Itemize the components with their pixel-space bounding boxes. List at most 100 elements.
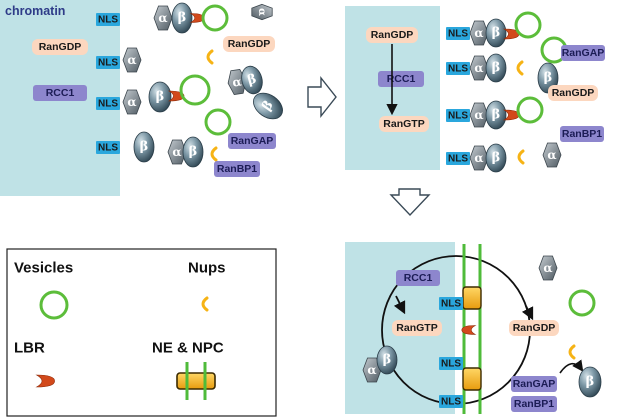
nls-label: NLS [98, 142, 118, 153]
rcc1-tag: RCC1 [396, 270, 440, 286]
nls-label: NLS [448, 110, 468, 121]
lbr-icon [502, 109, 520, 121]
importin-beta-icon: β [253, 92, 283, 120]
vesicle-icon [201, 4, 229, 32]
ran-bp1-tag-label: RanBP1 [514, 398, 554, 410]
importin-beta-icon: β [485, 53, 507, 83]
legend-nups-label: Nups [188, 260, 226, 277]
legend-vesicles-label: Vesicles [14, 260, 73, 277]
importin-alpha-icon: α [153, 5, 173, 31]
lbr-icon [189, 13, 205, 23]
lbr-icon [461, 325, 477, 335]
nls-label: NLS [448, 153, 468, 164]
ran-gdp-tag-label: RanGDP [513, 322, 556, 334]
alpha-label: α [543, 261, 552, 275]
alpha-label: α [474, 151, 483, 165]
nls-tag: NLS [446, 152, 470, 165]
ran-gdp-tag: RanGDP [32, 39, 88, 55]
alpha-label: α [367, 363, 376, 377]
importin-alpha-icon: α [469, 102, 489, 128]
alpha-label: α [231, 74, 242, 89]
alpha-label: α [256, 8, 268, 16]
ran-gdp-tag-label: RanGDP [228, 38, 271, 50]
vesicle-icon [514, 11, 542, 39]
importin-beta-icon: β [171, 2, 193, 34]
importin-alpha-icon: α [469, 55, 489, 81]
importin-alpha-icon: α [122, 47, 142, 73]
importin-alpha-icon: α [469, 145, 489, 171]
beta-label: β [492, 61, 501, 76]
ran-gdp-tag: RanGDP [366, 27, 418, 43]
importin-beta-icon: β [578, 366, 602, 398]
nup-icon [517, 149, 525, 165]
nls-label: NLS [98, 57, 118, 68]
nup-icon [206, 49, 214, 65]
beta-label: β [189, 145, 198, 160]
importin-alpha-icon: α [538, 255, 558, 281]
alpha-label: α [547, 148, 556, 162]
vesicle-icon [39, 290, 69, 320]
nls-label: NLS [441, 358, 461, 369]
transition-arrow-icon [307, 75, 337, 119]
rcc1-tag: RCC1 [378, 71, 424, 87]
rcc1-tag-label: RCC1 [387, 73, 416, 85]
nls-label: NLS [98, 14, 118, 25]
ran-gdp-tag-label: RanGDP [552, 87, 595, 99]
nls-tag: NLS [446, 109, 470, 122]
npc-icon [462, 367, 482, 391]
ran-gtp-tag-label: RanGTP [383, 118, 424, 130]
nup-icon [516, 60, 524, 76]
nls-tag: NLS [439, 357, 463, 370]
ran-gap-tag-label: RanGAP [231, 135, 274, 147]
alpha-label: α [474, 26, 483, 40]
beta-label: β [178, 11, 187, 26]
alpha-label: α [127, 95, 136, 109]
alpha-label: α [474, 61, 483, 75]
importin-alpha-icon: α [122, 89, 142, 115]
rcc1-tag: RCC1 [33, 85, 87, 101]
nup-icon [201, 296, 209, 312]
legend-lbr-label: LBR [14, 340, 45, 357]
ran-gap-tag: RanGAP [511, 376, 557, 392]
ran-gap-tag-label: RanGAP [513, 378, 556, 390]
beta-label: β [156, 90, 165, 105]
ran-gap-tag: RanGAP [561, 45, 605, 61]
nls-label: NLS [98, 98, 118, 109]
chromatin-label: chromatin [5, 4, 65, 18]
npc-icon [462, 286, 482, 310]
nls-tag: NLS [96, 13, 120, 26]
importin-beta-icon: β [133, 131, 155, 163]
beta-label: β [492, 108, 501, 123]
ran-bp1-tag: RanBP1 [511, 396, 557, 412]
importin-beta-icon: β [485, 143, 507, 173]
importin-alpha-icon: α [251, 3, 273, 21]
beta-label: β [586, 375, 595, 390]
release-arrow [559, 359, 584, 374]
beta-label: β [492, 151, 501, 166]
beta-label: β [246, 72, 258, 89]
nls-tag: NLS [439, 395, 463, 408]
importin-beta-icon: β [376, 345, 398, 375]
ran-bp1-tag-label: RanBP1 [217, 163, 257, 175]
beta-label: β [492, 26, 501, 41]
lbr-icon [502, 28, 520, 40]
ran-bp1-tag: RanBP1 [214, 161, 260, 177]
ran-gdp-tag: RanGDP [223, 36, 275, 52]
vesicle-icon [516, 96, 544, 124]
ran-gap-tag: RanGAP [228, 133, 276, 149]
vesicle-icon [568, 289, 596, 317]
beta-label: β [383, 353, 392, 368]
nls-label: NLS [441, 396, 461, 407]
alpha-label: α [474, 108, 483, 122]
ran-gdp-tag: RanGDP [509, 320, 559, 336]
transition-arrow-icon [389, 188, 431, 217]
alpha-label: α [172, 145, 181, 159]
ran-gdp-tag: RanGDP [548, 85, 598, 101]
nls-tag: NLS [96, 56, 120, 69]
ran-gdp-tag-label: RanGDP [39, 41, 82, 53]
rcc1-tag-label: RCC1 [46, 87, 75, 99]
ran-gtp-tag: RanGTP [392, 320, 442, 336]
vesicle-icon [204, 108, 232, 136]
importin-beta-icon: β [241, 65, 263, 95]
nup-icon [210, 146, 218, 162]
